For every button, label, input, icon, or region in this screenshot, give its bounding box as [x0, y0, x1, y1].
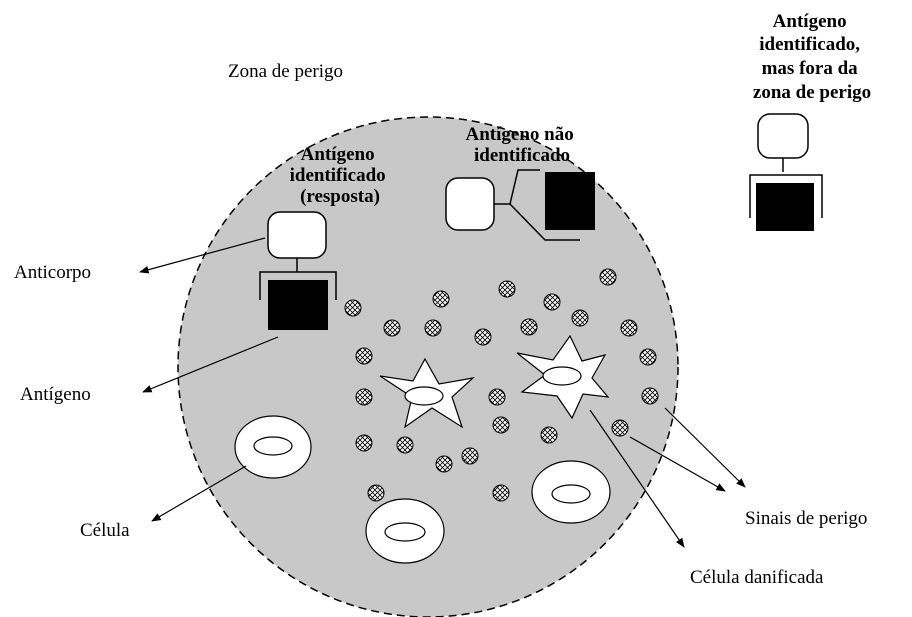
non-identified-antigen [445, 169, 595, 241]
arrows [139, 237, 746, 548]
antigen-shape [756, 183, 814, 231]
arrow-celula [151, 465, 247, 522]
danger-signals [344, 268, 659, 502]
arrow-sinais-2 [664, 407, 746, 488]
label-sinais-perigo: Sinais de perigo [745, 508, 867, 529]
label-anticorpo: Anticorpo [14, 262, 91, 283]
label-identificado-resposta: Antígeno identificado (resposta) [290, 144, 391, 207]
antigen-shape [268, 280, 328, 330]
antibody-shape [267, 211, 327, 259]
arrow-anticorpo [139, 237, 266, 274]
identified-antigen-outside-zone [749, 113, 823, 231]
label-zona-perigo: Zona de perigo [228, 61, 343, 82]
arrow-celula-danificada [589, 409, 685, 548]
arrow-antigeno [142, 336, 279, 393]
damaged-cell-right [516, 334, 610, 420]
antibody-shape [757, 113, 809, 159]
arrow-sinais-1 [629, 436, 726, 492]
antigen-shape [545, 172, 595, 230]
label-celula-danificada: Célula danificada [690, 567, 824, 588]
antibody-shape [445, 177, 495, 231]
cell-bottom [365, 498, 445, 564]
cell-right [531, 460, 611, 524]
label-celula: Célula [80, 520, 130, 541]
cell-left [234, 415, 312, 479]
label-nao-identificado: Antígeno não identificado [466, 124, 579, 166]
label-fora-zona: Antígeno identificado, mas fora da zona … [753, 11, 871, 103]
damaged-cell-left [379, 357, 475, 429]
identified-antigen-response [259, 211, 337, 330]
label-antigeno: Antígeno [20, 384, 91, 405]
